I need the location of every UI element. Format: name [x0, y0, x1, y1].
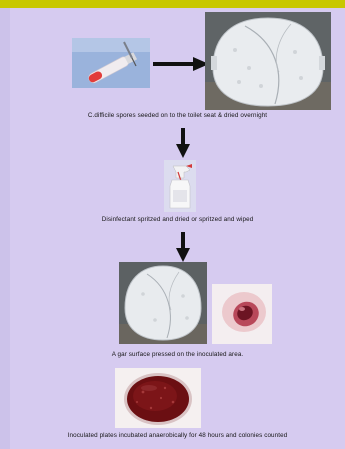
step-2-caption: Disinfectant spritzed and dried or sprit… — [10, 216, 345, 223]
left-edge-strip — [0, 8, 10, 449]
top-color-band — [0, 0, 345, 8]
agar-plate-colonies-photo — [115, 368, 201, 428]
step-3-caption: A gar surface pressed on the inoculated … — [10, 351, 345, 358]
arrow-down-icon — [176, 128, 190, 158]
arrow-right-icon — [153, 57, 209, 71]
agar-contact-plate-photo — [212, 284, 272, 344]
spray-bottle-photo — [164, 160, 196, 212]
toilet-seat-photo — [119, 262, 207, 344]
toilet-seat-photo — [205, 12, 331, 110]
step-1-caption: C.difficile spores seeded on to the toil… — [10, 112, 345, 119]
step-4-caption: Inoculated plates incubated anaerobicall… — [10, 432, 345, 439]
arrow-down-icon — [176, 232, 190, 262]
tube-photo — [72, 38, 150, 88]
